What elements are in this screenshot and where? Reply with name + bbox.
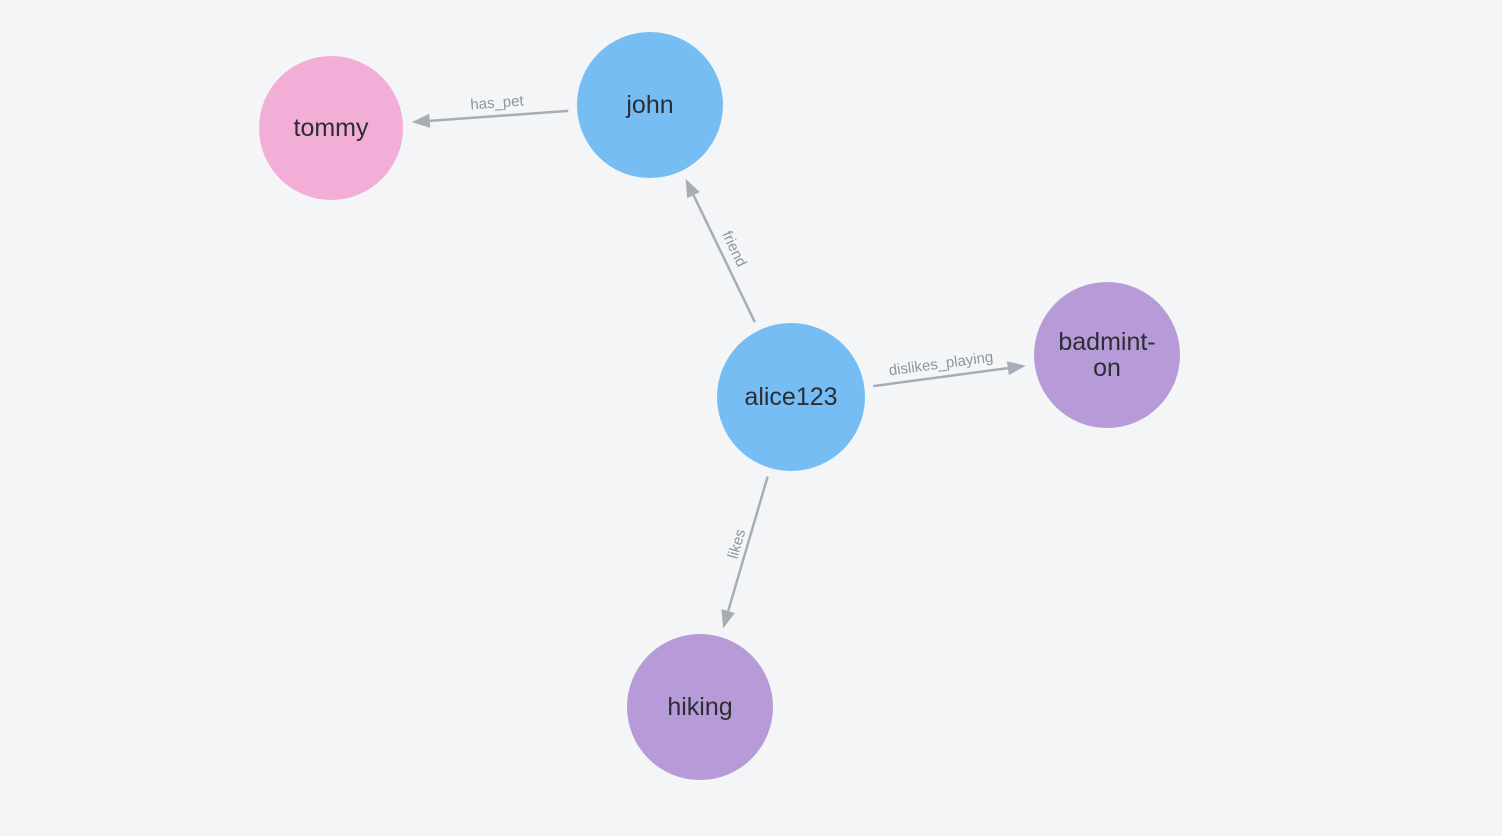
node-alice123[interactable]: alice123 [717, 323, 865, 471]
arrowhead-icon [685, 178, 700, 199]
edge-alice123-hiking: likes [721, 476, 769, 629]
node-circle-alice123[interactable] [717, 323, 865, 471]
edge-line-friend[interactable] [692, 194, 757, 323]
node-badminton[interactable]: badmint-on [1034, 282, 1180, 428]
edge-alice123-john: friend [685, 178, 757, 323]
node-circle-hiking[interactable] [627, 634, 773, 780]
edge-line-likes[interactable] [726, 476, 769, 612]
node-hiking[interactable]: hiking [627, 634, 773, 780]
node-john[interactable]: john [577, 32, 723, 178]
edge-label-friend[interactable]: friend [718, 228, 750, 269]
edge-label-dislikes_playing[interactable]: dislikes_playing [888, 349, 994, 380]
edge-line-has_pet[interactable] [429, 109, 569, 123]
edge-alice123-badminton: dislikes_playing [873, 349, 1026, 388]
node-tommy[interactable]: tommy [259, 56, 403, 200]
edge-label-has_pet[interactable]: has_pet [470, 92, 525, 113]
edge-line-dislikes_playing[interactable] [873, 366, 1009, 388]
edge-john-tommy: has_pet [411, 92, 569, 128]
node-circle-tommy[interactable] [259, 56, 403, 200]
node-circle-john[interactable] [577, 32, 723, 178]
node-circle-badminton[interactable] [1034, 282, 1180, 428]
arrowhead-icon [411, 113, 431, 128]
arrowhead-icon [721, 609, 735, 629]
arrowhead-icon [1006, 361, 1026, 376]
